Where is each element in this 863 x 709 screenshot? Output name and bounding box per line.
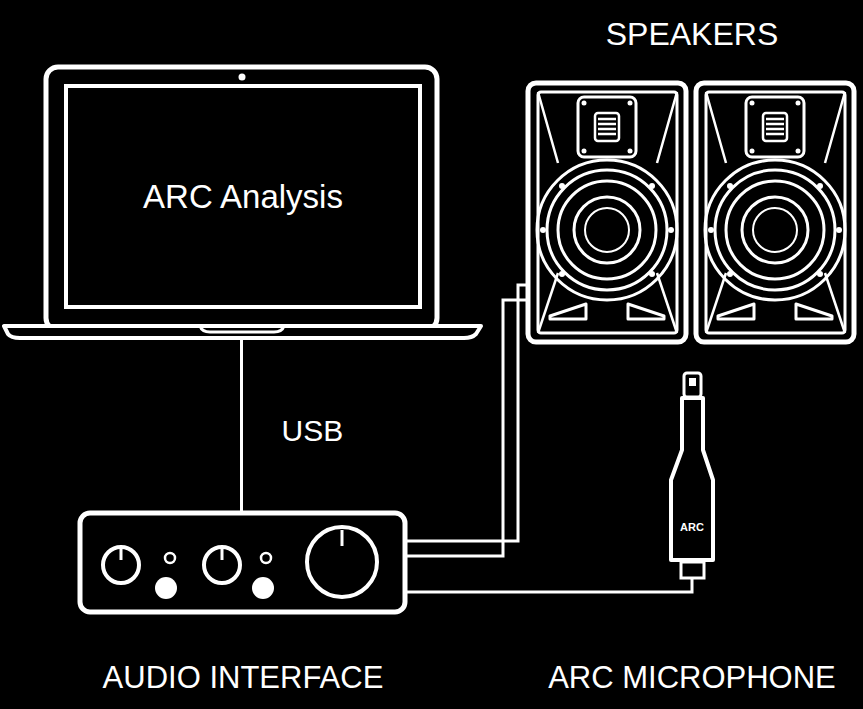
laptop-screen: ARC Analysis <box>46 67 437 331</box>
speaker-pair: SPEAKERS <box>528 10 856 343</box>
component-caption: AUDIO INTERFACE <box>20 662 466 693</box>
cable-line <box>406 579 692 592</box>
screen-title: ARC Analysis <box>66 86 420 307</box>
component-heading: SPEAKERS <box>528 18 856 50</box>
audio-interface: AUDIO INTERFACE <box>80 513 406 613</box>
cable-line <box>406 300 528 556</box>
cable-line <box>406 285 528 541</box>
mic-brand: ARC <box>670 522 714 533</box>
edge-label: USB <box>278 414 348 448</box>
component-caption: ARC MICROPHONE <box>480 662 863 693</box>
cable-line <box>240 340 243 513</box>
arc-microphone: ARCARC MICROPHONE <box>670 372 714 579</box>
